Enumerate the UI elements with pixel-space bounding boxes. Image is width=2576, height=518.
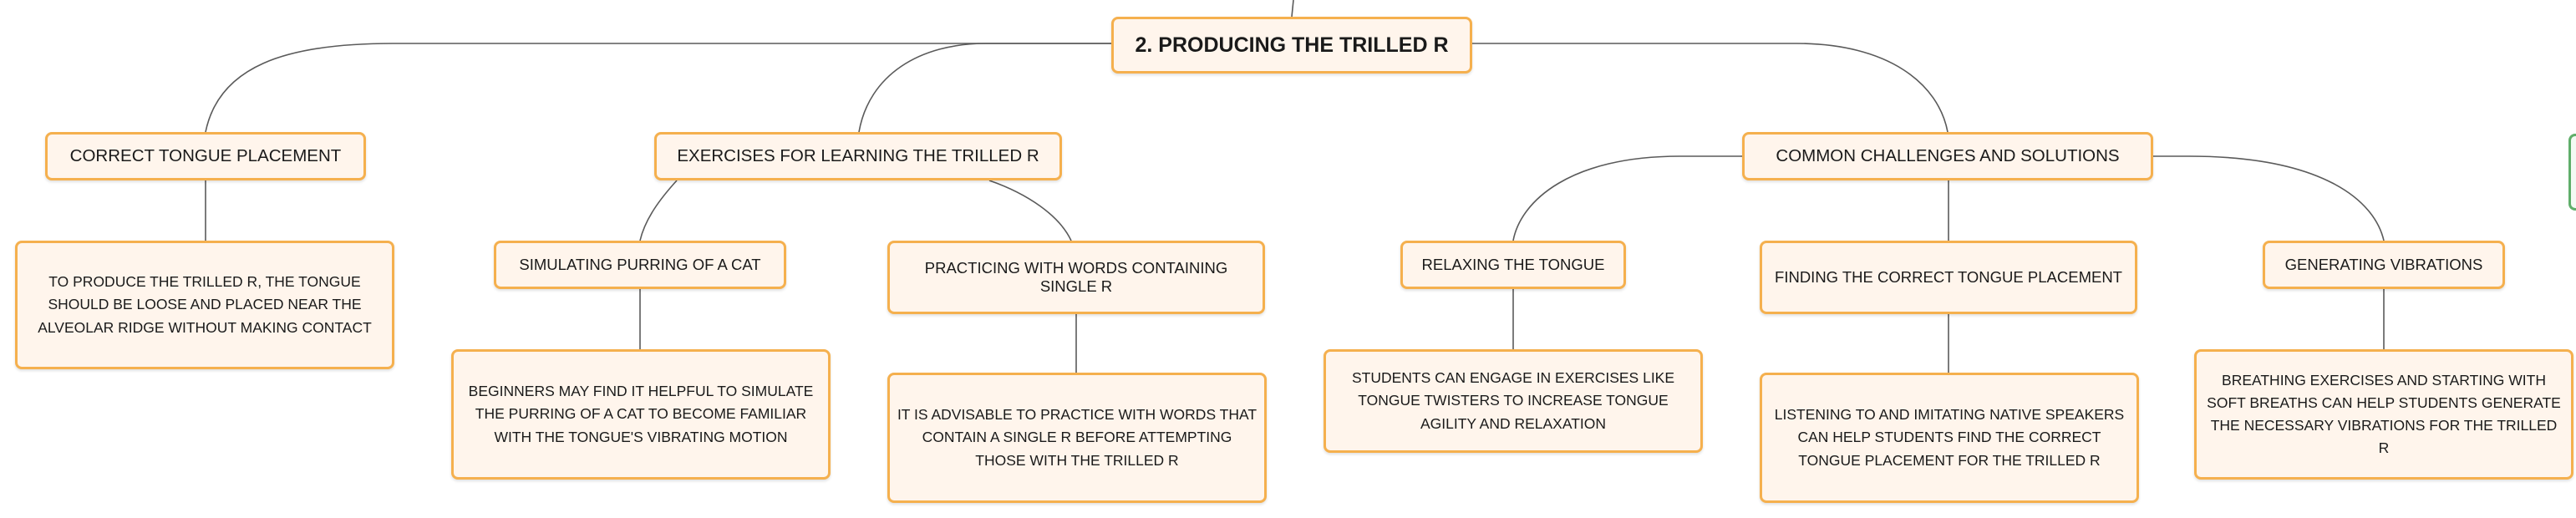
root-node[interactable]: 2. PRODUCING THE TRILLED R: [1111, 17, 1472, 74]
detail-text: LISTENING TO AND IMITATING NATIVE SPEAKE…: [1774, 406, 2125, 469]
subtopic-relaxing-tongue[interactable]: RELAXING THE TONGUE: [1400, 241, 1626, 289]
connector-root-tongue: [205, 43, 1111, 133]
connector-root-exercises: [858, 43, 1111, 133]
subtopic-label: RELAXING THE TONGUE: [1421, 256, 1605, 273]
detail-simulating-purring[interactable]: BEGINNERS MAY FIND IT HELPFUL TO SIMULAT…: [451, 349, 831, 480]
detail-practicing-words[interactable]: IT IS ADVISABLE TO PRACTICE WITH WORDS T…: [887, 373, 1267, 503]
topic-label: CORRECT TONGUE PLACEMENT: [69, 146, 342, 165]
offscreen-node-edge[interactable]: [2568, 134, 2576, 211]
subtopic-generating-vibrations[interactable]: GENERATING VIBRATIONS: [2263, 241, 2505, 289]
subtopic-practicing-words[interactable]: PRACTICING WITH WORDS CONTAINING SINGLE …: [887, 241, 1265, 314]
topic-exercises[interactable]: EXERCISES FOR LEARNING THE TRILLED R: [654, 132, 1062, 180]
root-node-label: 2. PRODUCING THE TRILLED R: [1135, 33, 1449, 57]
subtopic-label: SIMULATING PURRING OF A CAT: [519, 256, 761, 273]
subtopic-label: PRACTICING WITH WORDS CONTAINING SINGLE …: [924, 259, 1228, 295]
detail-text: IT IS ADVISABLE TO PRACTICE WITH WORDS T…: [897, 406, 1258, 469]
detail-tongue-placement[interactable]: TO PRODUCE THE TRILLED R, THE TONGUE SHO…: [15, 241, 394, 369]
connector-parent: [1291, 0, 1294, 18]
connector-exercises-words: [988, 180, 1072, 241]
connector-root-challenges: [1472, 43, 1949, 133]
connector-exercises-purr: [639, 180, 678, 241]
detail-text: STUDENTS CAN ENGAGE IN EXERCISES LIKE TO…: [1351, 369, 1675, 432]
subtopic-label: GENERATING VIBRATIONS: [2284, 256, 2483, 273]
detail-text: TO PRODUCE THE TRILLED R, THE TONGUE SHO…: [38, 273, 372, 336]
detail-generating-vibrations[interactable]: BREATHING EXERCISES AND STARTING WITH SO…: [2194, 349, 2573, 480]
detail-relaxing-tongue[interactable]: STUDENTS CAN ENGAGE IN EXERCISES LIKE TO…: [1324, 349, 1703, 453]
subtopic-label: FINDING THE CORRECT TONGUE PLACEMENT: [1775, 268, 2122, 286]
topic-label: EXERCISES FOR LEARNING THE TRILLED R: [677, 146, 1039, 165]
topic-label: COMMON CHALLENGES AND SOLUTIONS: [1776, 146, 2120, 165]
detail-text: BREATHING EXERCISES AND STARTING WITH SO…: [2207, 371, 2561, 457]
detail-text: BEGINNERS MAY FIND IT HELPFUL TO SIMULAT…: [468, 383, 814, 445]
topic-common-challenges[interactable]: COMMON CHALLENGES AND SOLUTIONS: [1742, 132, 2153, 180]
detail-finding-placement[interactable]: LISTENING TO AND IMITATING NATIVE SPEAKE…: [1760, 373, 2139, 503]
topic-correct-tongue-placement[interactable]: CORRECT TONGUE PLACEMENT: [45, 132, 366, 180]
subtopic-simulating-purring[interactable]: SIMULATING PURRING OF A CAT: [494, 241, 786, 289]
connector-challenges-relax: [1512, 155, 1742, 241]
connector-challenges-vib: [2153, 155, 2385, 241]
subtopic-finding-placement[interactable]: FINDING THE CORRECT TONGUE PLACEMENT: [1760, 241, 2137, 314]
